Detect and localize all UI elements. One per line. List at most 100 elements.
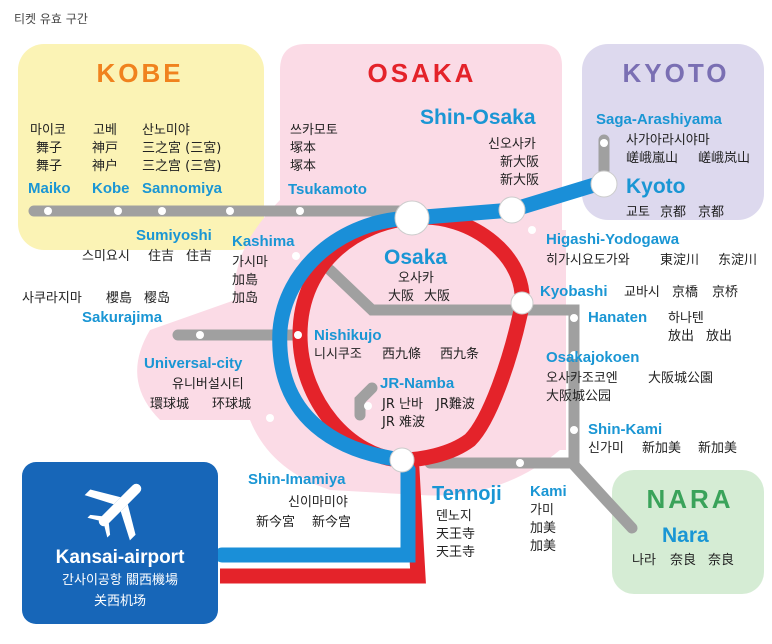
stations-kyobashi-en: Kyobashi [540,283,608,300]
stations-shin-imamiya-zh: 新今宫 [312,514,351,530]
stations-sakurajima-ko: 사쿠라지마 [22,291,82,306]
stations-sakurajima-en: Sakurajima [82,309,163,326]
stations-osakajokoen-ko: 오사카조코엔 [546,371,618,386]
stations-kashima-en: Kashima [232,233,295,250]
stations-kami-ja: 加美 [530,521,556,536]
station-nara: Nara 나라 奈良 奈良 [632,524,734,568]
stations-sumiyoshi-zh: 住吉 [186,249,212,264]
station-nishikujo: Nishikujo 니시쿠조 西九條 西九条 [314,327,479,362]
stations-maiko-en: Maiko [28,180,71,197]
stations-sumiyoshi-ko: 스미요시 [82,249,130,264]
nara-region [612,470,764,594]
stations-sannomiya-en: Sannomiya [142,180,223,197]
stations-higashi-ja: 東淀川 [660,252,699,268]
stations-universal-ko: 유니버설시티 [172,377,244,392]
stations-higashi-ko: 히가시요도가와 [546,253,630,268]
stations-tennoji-ko: 덴노지 [436,509,472,524]
stations-kyobashi-zh: 京桥 [712,285,738,300]
stations-sannomiya-zh: 三之宫 (三宫) [142,159,221,174]
stations-shin-kami-en: Shin-Kami [588,421,662,438]
stations-kobe-ko: 고베 [93,123,117,138]
station-kashima: Kashima 가시마 加島 加岛 [232,233,295,306]
station-maiko: 마이코 舞子 舞子 Maiko [28,123,71,197]
stations-kyobashi-ja: 京橋 [672,285,698,300]
station-kobe: 고베 神戸 神户 Kobe [92,123,130,197]
kobe-region [18,44,264,250]
stations-shin-imamiya-ko: 신이마미야 [288,495,348,510]
station-sakurajima: 사쿠라지마 櫻島 樱岛 Sakurajima [22,290,170,326]
airport-name-en: Kansai-airport [56,547,185,568]
stations-osakajokoen-zh: 大阪城公园 [546,389,611,404]
page-title: 티켓 유효 구간 [14,12,88,26]
stations-osaka-ja: 大阪 [388,289,414,304]
station-tennoji: Tennoji 덴노지 天王寺 天王寺 [432,483,502,560]
stations-jr-namba-ko: JR 난바 [381,397,423,412]
stations-universal-ja: 環球城 [150,397,189,412]
stations-nara-en: Nara [662,524,709,547]
stations-shin-kami-ja: 新加美 [642,440,681,456]
stations-sannomiya-ja: 三之宮 (三宮) [142,140,221,156]
stations-kami-ko: 가미 [530,503,554,518]
stations-higashi-zh: 东淀川 [718,253,757,268]
stations-osakajokoen-en: Osakajokoen [546,349,639,366]
station-dots [44,139,608,467]
stations-saga-en: Saga-Arashiyama [596,111,723,128]
station-tsukamoto: 쓰카모토 塚本 塚本 Tsukamoto [288,123,367,198]
station-universal-city: Universal-city 유니버설시티 環球城 环球城 [144,355,251,412]
stations-nishikujo-zh: 西九条 [440,346,479,362]
osaka-region [137,44,566,496]
stations-kashima-ja: 加島 [232,273,258,288]
station-kyobashi: Kyobashi 교바시 京橋 京桥 [540,283,738,300]
stations-tennoji-ja: 天王寺 [436,527,475,542]
stations-jr-namba-en: JR-Namba [380,375,455,392]
stations-shin-imamiya-ja: 新今宮 [256,514,295,530]
loop-line [292,209,530,468]
stations-shin-osaka-zh: 新大阪 [500,172,539,188]
station-osaka: Osaka 오사카 大阪 大阪 [384,246,450,304]
stations-jr-namba-zh: JR 难波 [381,415,425,430]
station-sannomiya: 산노미야 三之宮 (三宮) 三之宫 (三宫) Sannomiya [142,123,223,197]
stations-nara-zh: 奈良 [708,552,734,568]
stations-tennoji-zh: 天王寺 [436,545,475,560]
station-saga-arashiyama: Saga-Arashiyama 사가아라시야마 嵯峨嵐山 嵯峨岚山 [596,111,750,166]
region-kobe: KOBE [96,58,183,88]
stations-sakurajima-ja: 櫻島 [106,291,132,306]
stations-nishikujo-ja: 西九條 [382,347,421,362]
stations-osakajokoen-ja: 大阪城公園 [648,371,713,386]
stations-shin-kami-zh: 新加美 [698,440,737,456]
stations-osaka-zh: 大阪 [424,289,450,304]
stations-hanaten-en: Hanaten [588,309,647,326]
stations-shin-imamiya-en: Shin-Imamiya [248,471,346,488]
stations-sumiyoshi-ja: 住吉 [148,249,174,264]
region-osaka: OSAKA [368,58,477,88]
stations-jr-namba-ja: JR難波 [435,397,475,412]
stations-maiko-zh: 舞子 [36,159,62,174]
station-kyoto: Kyoto 교토 京都 京都 [626,175,724,220]
stations-maiko-ko: 마이코 [30,123,66,138]
stations-tsukamoto-ko: 쓰카모토 [290,123,338,138]
stations-osaka-en: Osaka [384,246,447,269]
stations-tsukamoto-ja: 塚本 [290,141,316,156]
stations-hanaten-ko: 하나텐 [668,311,704,326]
stations-kobe-en: Kobe [92,180,130,197]
stations-nishikujo-ko: 니시쿠조 [314,347,362,362]
station-higashi-yodogawa: Higashi-Yodogawa 히가시요도가와 東淀川 东淀川 [546,231,757,268]
airport-name-ko-ja: 간사이공항 關西機場 [62,573,178,588]
stations-kyoto-en: Kyoto [626,175,686,198]
stations-kashima-ko: 가시마 [232,255,268,270]
stations-kyoto-ko: 교토 [626,205,650,220]
stations-shin-osaka-en: Shin-Osaka [420,106,536,129]
kansai-airport-box: Kansai-airport 간사이공항 關西機場 关西机场 [22,462,218,624]
stations-saga-ko: 사가아라시야마 [626,133,710,148]
stations-saga-ja: 嵯峨嵐山 [626,151,678,166]
stations-nara-ko: 나라 [632,553,656,568]
stations-sannomiya-ko: 산노미야 [142,123,190,138]
stations-tsukamoto-zh: 塚本 [290,159,316,174]
stations-universal-zh: 环球城 [212,397,251,412]
stations-saga-zh: 嵯峨岚山 [698,151,750,166]
stations-kami-en: Kami [530,483,567,500]
kyoto-region [582,44,764,220]
stations-shin-osaka-ko: 신오사카 [488,137,536,152]
station-osakajokoen: Osakajokoen 오사카조코엔 大阪城公園 大阪城公园 [546,349,713,404]
